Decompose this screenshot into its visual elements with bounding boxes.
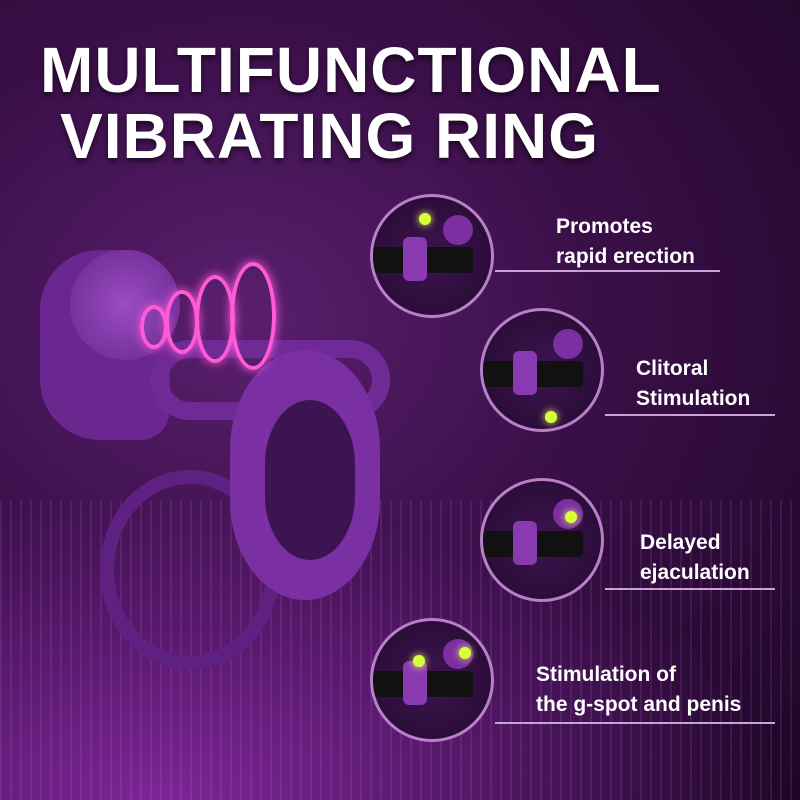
headline-line-2: VIBRATING RING <box>60 100 600 172</box>
divider <box>495 722 775 724</box>
divider <box>495 270 720 272</box>
feature-circle-delayed <box>480 478 604 602</box>
headline-line-1: MULTIFUNCTIONAL <box>40 34 662 106</box>
feature-circle-clitoral <box>480 308 604 432</box>
vibration-wave-icon <box>140 305 168 349</box>
divider <box>605 414 775 416</box>
divider <box>605 588 775 590</box>
feature-circle-erection <box>370 194 494 318</box>
feature-circle-gspot <box>370 618 494 742</box>
